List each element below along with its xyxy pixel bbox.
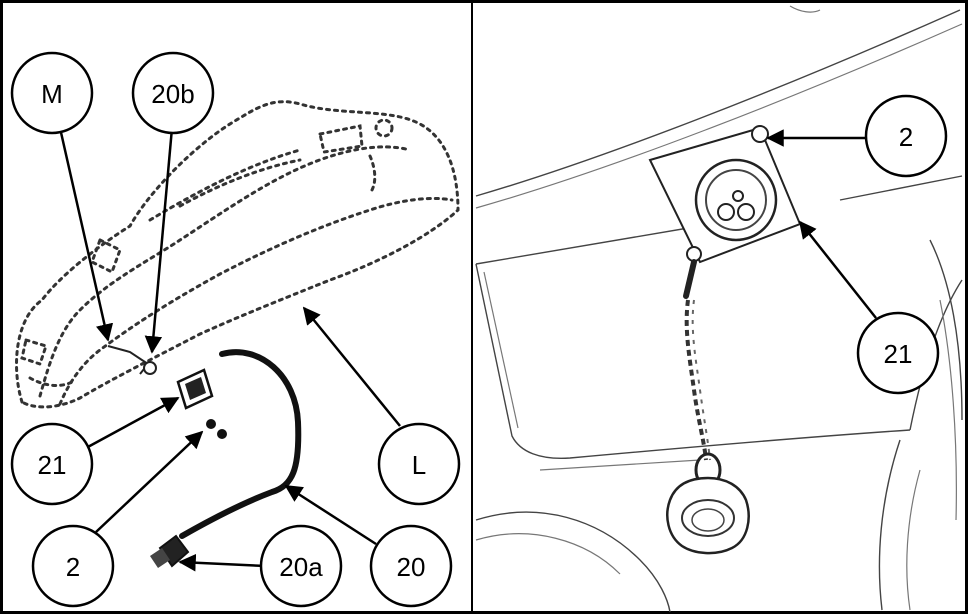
right-panel: 2 21 [475,5,963,613]
callout-2-left-label: 2 [66,552,80,582]
callout-20a: 20a [259,524,343,608]
callout-m-label: M [41,79,63,109]
callout-20b-label: 20b [151,79,194,109]
leader-20 [284,484,377,546]
callout-l: L [377,422,461,506]
left-panel: M 20b 21 2 20a 20 L [10,51,461,608]
body-panel-lines [475,5,963,613]
cable [150,349,302,568]
leader-20a [178,553,267,572]
callout-2-right-label: 2 [899,122,913,152]
callout-20a-label: 20a [279,552,323,582]
callout-21-left: 21 [10,422,94,506]
inlet-socket [176,368,227,439]
callout-21-right: 21 [856,311,940,395]
callout-l-label: L [412,450,426,480]
leader-m [58,127,114,342]
callout-m: M [10,51,94,135]
callout-2-right: 2 [864,94,948,178]
leader-21-right [798,220,877,319]
leader-2-left [95,430,204,533]
callout-21-right-label: 21 [884,339,913,369]
callout-20: 20 [369,524,453,608]
callout-20-label: 20 [397,552,426,582]
leader-20b [144,127,174,354]
leader-21-left [85,396,180,450]
callout-2-left: 2 [31,524,115,608]
leader-l [302,306,401,427]
mount-bracket [107,345,157,375]
callout-20b: 20b [131,51,215,135]
socket-plate [648,125,802,264]
callout-21-left-label: 21 [38,450,67,480]
cover-outline [15,100,460,409]
cap-chain [666,259,750,555]
